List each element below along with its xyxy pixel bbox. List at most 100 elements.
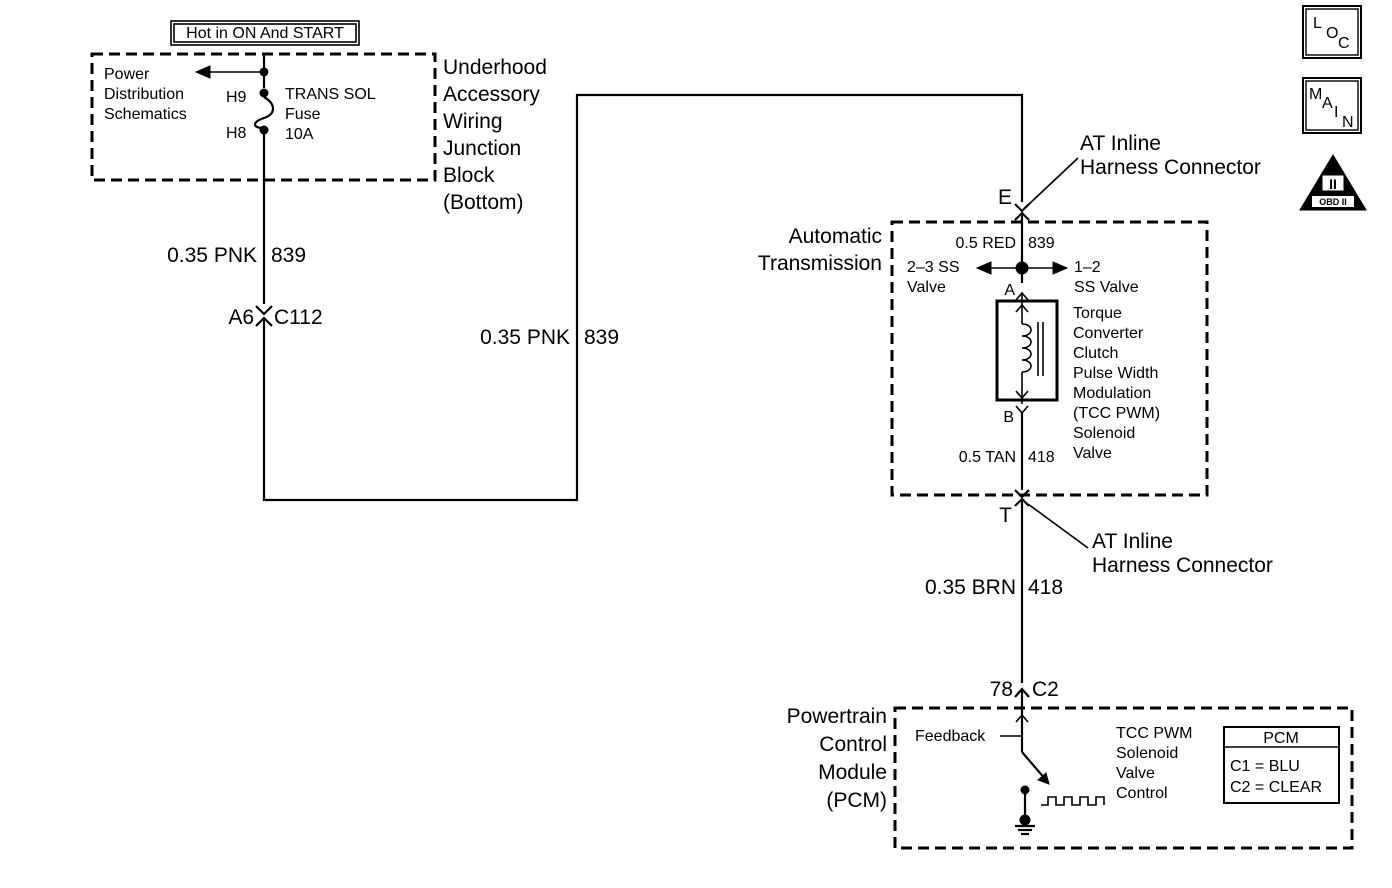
fuse-label: TRANS SOL Fuse 10A [285,86,376,143]
svg-text:O: O [1326,25,1338,42]
power-distribution-label: Power Distribution Schematics [104,66,187,123]
svg-text:M: M [1309,86,1322,103]
svg-text:10A: 10A [285,126,314,143]
switch-arrow-icon [1037,772,1050,785]
ss12-valve-label: 1–2 SS Valve [1074,259,1139,296]
wire-2-gauge: 0.35 PNK [480,326,570,349]
svg-text:Converter: Converter [1073,325,1144,342]
svg-text:Junction: Junction [443,137,521,160]
svg-text:II: II [1329,176,1337,192]
svg-text:AT Inline: AT Inline [1080,132,1161,155]
junction-block-name: Underhood Accessory Wiring Junction Bloc… [443,56,547,214]
svg-text:I: I [1334,104,1338,121]
svg-text:Modulation: Modulation [1073,385,1151,402]
svg-text:A: A [1322,95,1333,112]
svg-text:Control: Control [1116,785,1168,802]
svg-text:OBD II: OBD II [1319,197,1347,207]
inline-connector-top-label: AT Inline Harness Connector [1080,132,1261,179]
wire-4-circuit: 418 [1028,449,1055,466]
wire-pnk-839-run [262,93,1024,502]
svg-text:Torque: Torque [1073,305,1122,322]
svg-text:N: N [1342,114,1354,131]
fuse-icon [253,96,275,130]
svg-text:Harness Connector: Harness Connector [1092,554,1273,577]
solenoid-label: Torque Converter Clutch Pulse Width Modu… [1073,305,1160,462]
obd-ii-icon[interactable]: II OBD II [1299,154,1367,211]
pcm-table-c1: C1 = BLU [1230,758,1300,775]
svg-text:Fuse: Fuse [285,106,321,123]
pcm-table-c2: C2 = CLEAR [1230,779,1322,796]
svg-text:Automatic: Automatic [789,225,882,248]
transmission-outline [890,220,1209,497]
svg-text:Power: Power [104,66,150,83]
wire-2-circuit: 839 [584,326,619,349]
connector-e-male-icon [1014,203,1030,213]
solenoid-coil-icon [1021,323,1032,373]
wire-3-gauge: 0.5 RED [956,235,1016,252]
hot-label-text: Hot in ON And START [186,25,344,42]
pcm-outline [893,706,1354,850]
connector-c112-male-icon [255,305,273,316]
wire-1-circuit: 839 [271,244,306,267]
svg-text:(PCM): (PCM) [826,789,887,812]
svg-text:Distribution: Distribution [104,86,184,103]
svg-text:Control: Control [819,733,887,756]
svg-text:C: C [1338,35,1350,52]
svg-text:AT Inline: AT Inline [1092,530,1173,553]
svg-text:TCC PWM: TCC PWM [1116,725,1192,742]
svg-text:1–2: 1–2 [1074,259,1101,276]
svg-text:Valve: Valve [1116,765,1155,782]
ground-icon [1015,814,1035,836]
arrow-right-icon [1052,261,1069,275]
svg-text:Solenoid: Solenoid [1116,745,1178,762]
svg-text:Powertrain: Powertrain [787,705,887,728]
svg-text:Schematics: Schematics [104,106,187,123]
svg-text:Harness Connector: Harness Connector [1080,156,1261,179]
connector-c2-pin: 78 [990,678,1013,701]
wire-4-gauge: 0.5 TAN [959,449,1016,466]
switch-icon [1021,751,1047,781]
svg-text:Block: Block [443,164,495,187]
connector-t-male-icon [1014,489,1030,499]
inline-connector-bottom-label: AT Inline Harness Connector [1092,530,1273,577]
svg-text:L: L [1313,15,1322,32]
loc-icon[interactable]: L O C [1302,5,1362,59]
svg-text:Valve: Valve [1073,445,1112,462]
connector-t-pin: T [999,504,1012,527]
wire-1-gauge: 0.35 PNK [167,244,257,267]
terminal-h8-icon [259,125,269,135]
callout-leader-top [1026,157,1079,207]
svg-text:Solenoid: Solenoid [1073,425,1135,442]
transmission-name: Automatic Transmission [758,225,882,275]
svg-text:Wiring: Wiring [443,110,503,133]
svg-text:Underhood: Underhood [443,56,547,79]
hot-label: Hot in ON And START [170,20,360,46]
pcm-name: Powertrain Control Module (PCM) [787,705,887,812]
main-icon[interactable]: M A I N [1302,77,1362,134]
pin-h8: H8 [226,125,247,142]
connector-c112-pin: A6 [228,306,254,329]
pwm-signal-icon [1041,796,1105,806]
svg-text:Transmission: Transmission [758,252,882,275]
arrow-left-icon [975,261,992,275]
wire-3-circuit: 839 [1028,235,1055,252]
svg-text:TRANS SOL: TRANS SOL [285,86,376,103]
pcm-connector-table: PCM C1 = BLU C2 = CLEAR [1223,726,1340,804]
callout-leader-bottom [1027,503,1089,549]
svg-text:Accessory: Accessory [443,83,540,106]
ss23-valve-label: 2–3 SS Valve [907,259,959,296]
svg-text:Clutch: Clutch [1073,345,1118,362]
arrow-left-icon [194,65,211,79]
connector-c112-name: C112 [274,306,323,329]
solenoid-box [995,299,1059,402]
solenoid-pin-a: A [1004,282,1015,299]
svg-text:Pulse Width: Pulse Width [1073,365,1158,382]
svg-text:(Bottom): (Bottom) [443,191,524,214]
tcc-control-label: TCC PWM Solenoid Valve Control [1116,725,1192,802]
solenoid-pin-b: B [1003,409,1014,426]
terminal-h9-icon [259,88,269,98]
wire-5-circuit: 418 [1028,576,1063,599]
terminal-b-icon [1015,405,1029,415]
